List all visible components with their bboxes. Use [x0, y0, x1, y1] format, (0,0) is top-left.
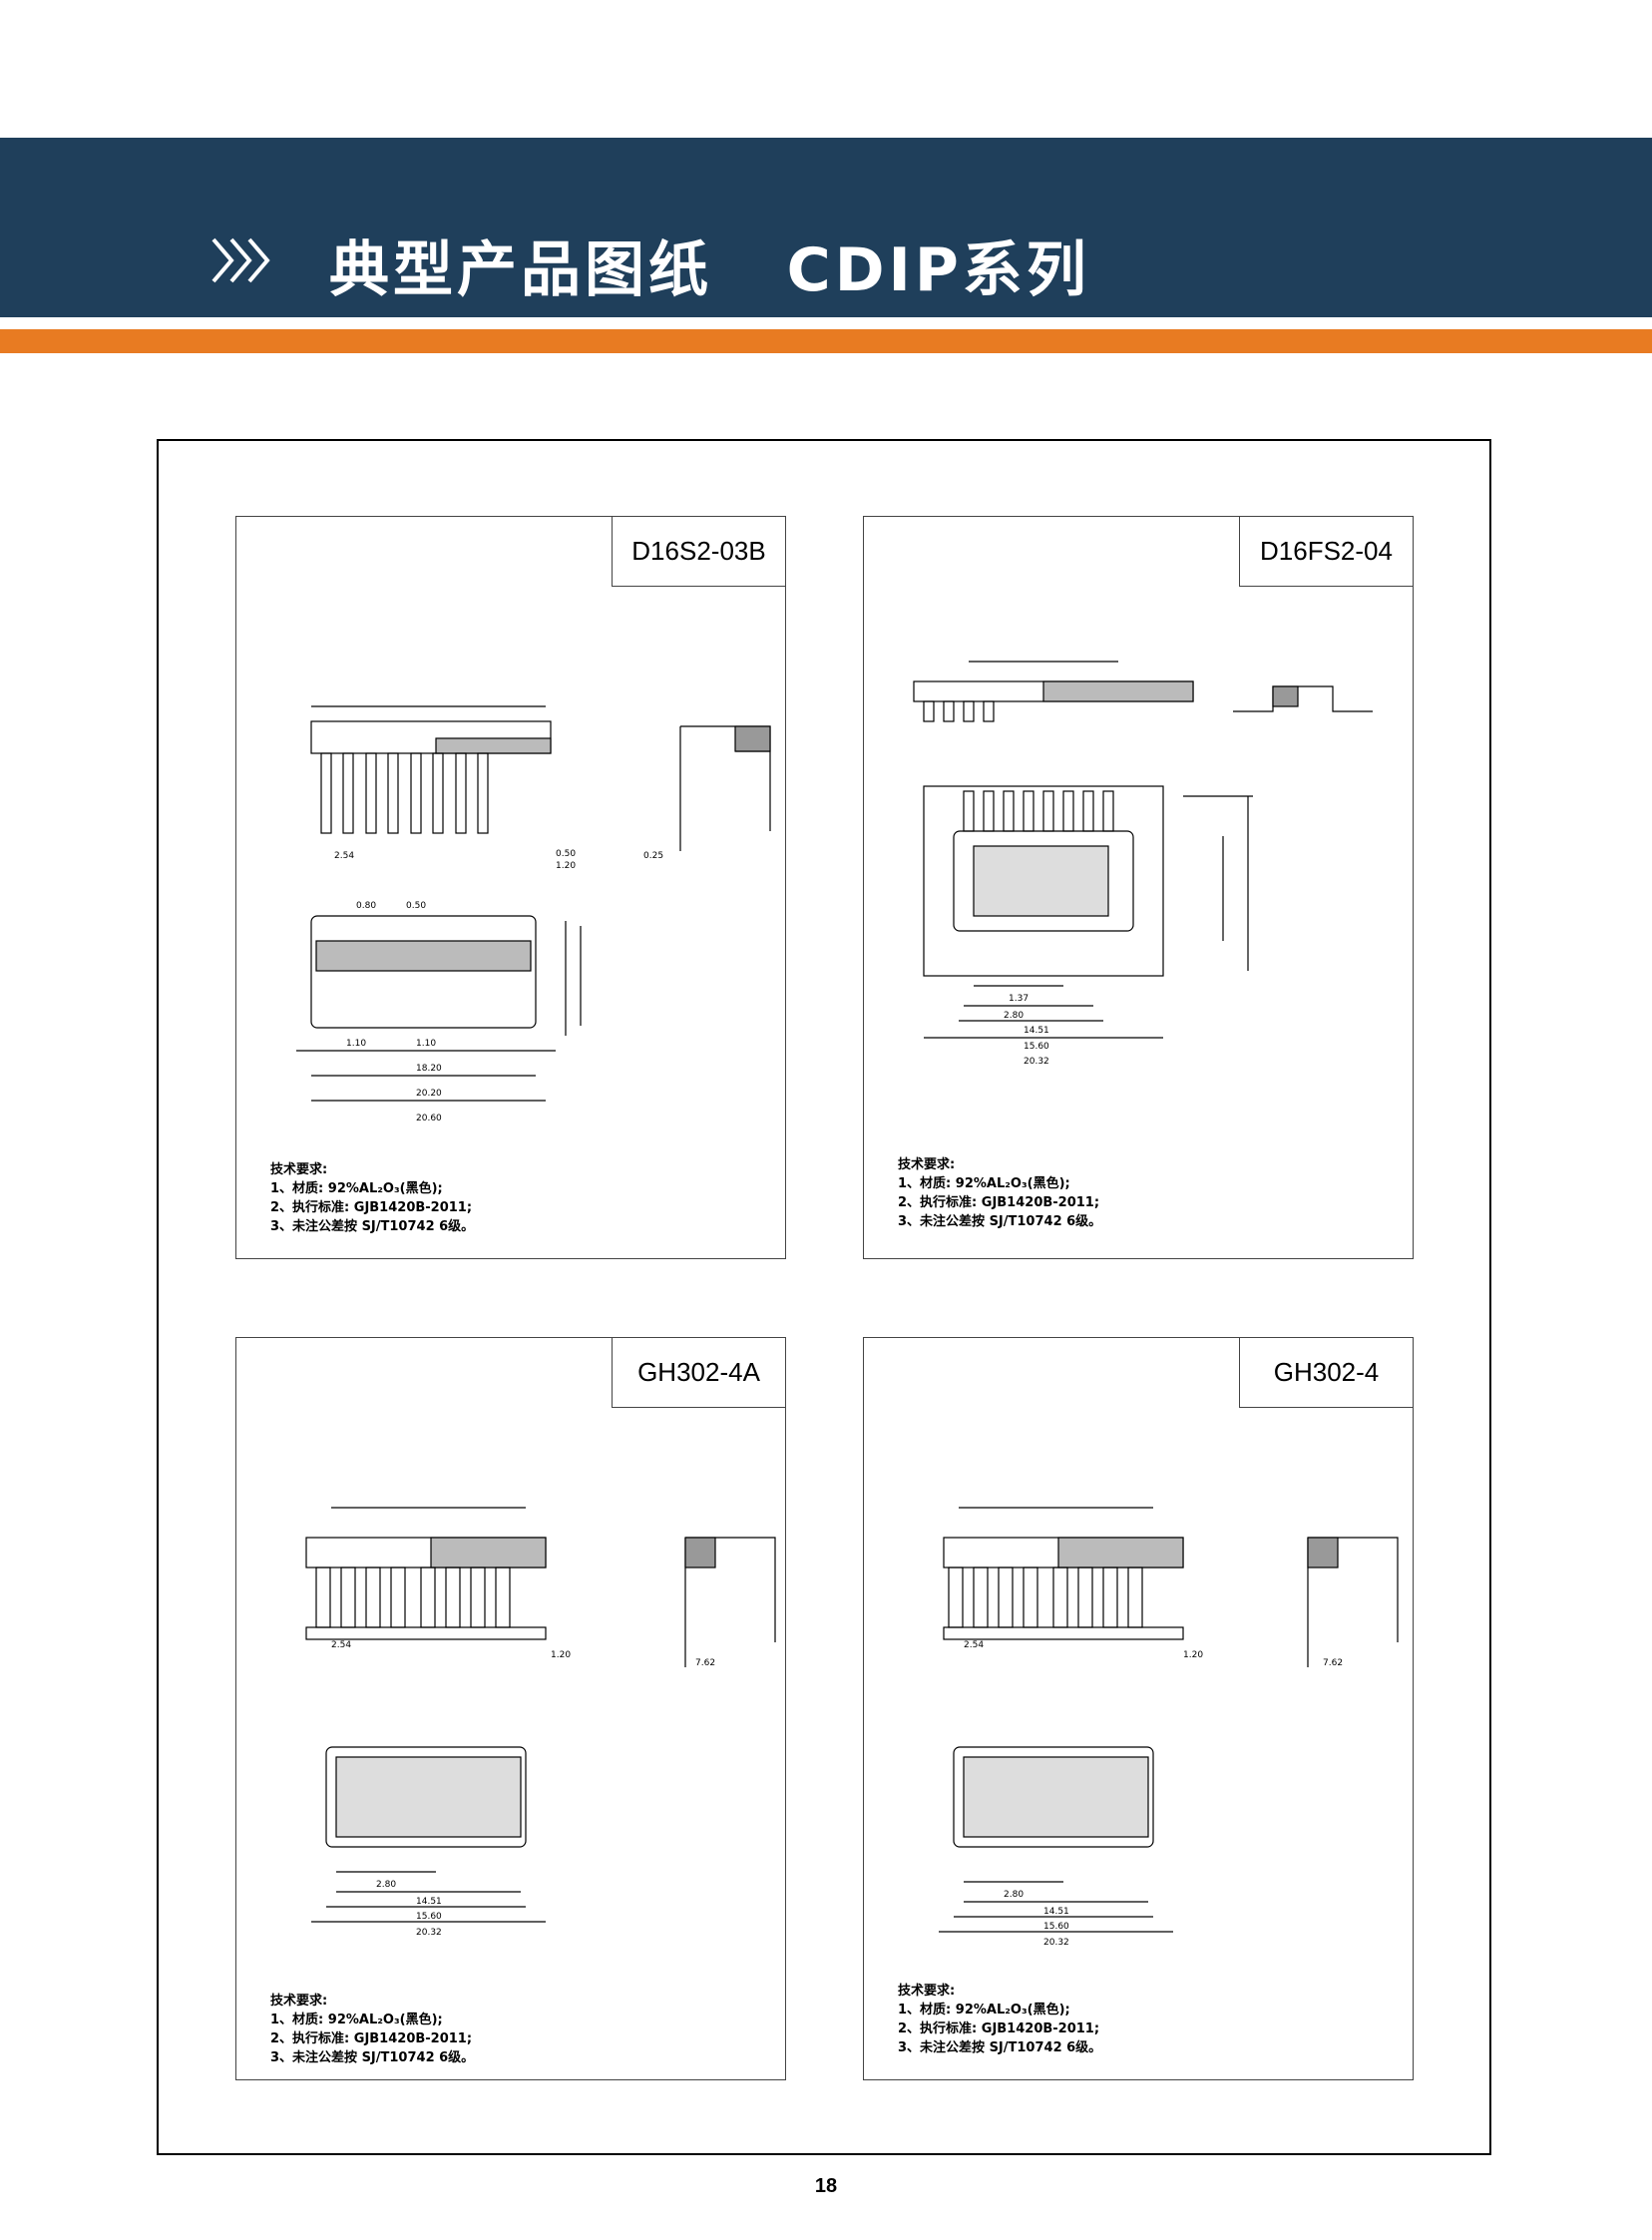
model-number: GH302-4	[1239, 1338, 1413, 1408]
dim-label: 14.51	[1024, 1026, 1049, 1036]
dim-label: 20.32	[1024, 1057, 1049, 1067]
dim-label: 20.32	[1043, 1938, 1069, 1948]
technical-drawing: 2.54 1.20 7.62 2.80 14.51 15.60 20.32	[305, 1507, 776, 1938]
notes-heading: 技术要求:	[898, 1157, 956, 1172]
dim-label: 2.54	[331, 1640, 351, 1650]
dim-label: 15.60	[1043, 1922, 1069, 1932]
dim-label: 2.80	[1004, 1011, 1024, 1021]
notes-line: 1、材质: 92%AL₂O₃(黑色);	[898, 2003, 1070, 2017]
accent-stripe	[0, 329, 1652, 353]
dim-label: 2.80	[376, 1880, 396, 1890]
notes-line: 2、执行标准: GJB1420B-2011;	[270, 1200, 473, 1215]
drawing-sheet: D16S2-03B 2.54 1.20 0.50	[235, 516, 786, 1259]
dim-label: 2.54	[334, 851, 354, 861]
notes-line: 2、执行标准: GJB1420B-2011;	[898, 1195, 1100, 1210]
notes-line: 1、材质: 92%AL₂O₃(黑色);	[270, 1181, 443, 1196]
dim-label: 1.20	[1183, 1650, 1203, 1660]
drawing-sheet: GH302-4A 2.54 1.20 7.62 2.80 14.51	[235, 1337, 786, 2080]
dim-label: 15.60	[416, 1912, 442, 1922]
drawing-sheet: D16FS2-04	[863, 516, 1414, 1259]
dim-label: 1.37	[1009, 994, 1029, 1004]
technical-notes: 技术要求: 1、材质: 92%AL₂O₃(黑色); 2、执行标准: GJB142…	[270, 1160, 474, 1236]
notes-line: 3、未注公差按 SJ/T10742 6级。	[898, 1214, 1102, 1229]
technical-notes: 技术要求: 1、材质: 92%AL₂O₃(黑色); 2、执行标准: GJB142…	[270, 1992, 474, 2067]
technical-notes: 技术要求: 1、材质: 92%AL₂O₃(黑色); 2、执行标准: GJB142…	[898, 1155, 1101, 1231]
dim-label: 2.54	[964, 1640, 984, 1650]
technical-notes: 技术要求: 1、材质: 92%AL₂O₃(黑色); 2、执行标准: GJB142…	[898, 1982, 1101, 2057]
notes-line: 1、材质: 92%AL₂O₃(黑色);	[898, 1176, 1070, 1191]
notes-line: 1、材质: 92%AL₂O₃(黑色);	[270, 2013, 443, 2027]
notes-heading: 技术要求:	[898, 1984, 956, 1999]
notes-line: 2、执行标准: GJB1420B-2011;	[898, 2021, 1100, 2036]
dim-label: 7.62	[695, 1658, 715, 1668]
dim-label: 18.20	[416, 1064, 442, 1074]
model-number: GH302-4A	[612, 1338, 785, 1408]
notes-line: 3、未注公差按 SJ/T10742 6级。	[270, 2050, 475, 2065]
model-number: D16FS2-04	[1239, 517, 1413, 587]
dim-label: 7.62	[1323, 1658, 1343, 1668]
dim-label: 0.50	[406, 901, 426, 911]
dim-label: 0.80	[356, 901, 376, 911]
dim-label: 1.10	[346, 1039, 366, 1049]
model-number: D16S2-03B	[612, 517, 785, 587]
dim-label: 20.20	[416, 1089, 442, 1099]
drawing-sheet: GH302-4 2.54 1.20 7.62 2.80 14.51	[863, 1337, 1414, 2080]
dim-label: 2.80	[1004, 1890, 1024, 1900]
dim-label: 1.20	[556, 861, 576, 871]
dim-label: 15.60	[1024, 1042, 1049, 1052]
dim-label: 0.50	[556, 849, 576, 859]
dim-label: 14.51	[1043, 1907, 1069, 1917]
notes-line: 3、未注公差按 SJ/T10742 6级。	[270, 1219, 475, 1234]
notes-line: 2、执行标准: GJB1420B-2011;	[270, 2031, 473, 2046]
notes-line: 3、未注公差按 SJ/T10742 6级。	[898, 2040, 1102, 2055]
header-banner	[0, 138, 1652, 317]
dim-label: 20.32	[416, 1928, 442, 1938]
page-title: 典型产品图纸 CDIP系列	[329, 235, 1090, 305]
dim-label: 0.25	[643, 851, 663, 861]
drawing-frame	[157, 439, 1491, 2155]
triple-chevron-right-icon	[211, 237, 270, 283]
technical-drawing: 1.37 2.80 14.51 15.60 20.32	[913, 661, 1373, 1067]
page-number: 18	[814, 2175, 838, 2197]
notes-heading: 技术要求:	[270, 1994, 328, 2009]
dim-label: 20.60	[416, 1114, 442, 1123]
dim-label: 1.10	[416, 1039, 436, 1049]
technical-drawing: 2.54 1.20 7.62 2.80 14.51 15.60 20.32	[939, 1507, 1399, 1948]
notes-heading: 技术要求:	[270, 1162, 328, 1177]
dim-label: 1.20	[551, 1650, 571, 1660]
dim-label: 14.51	[416, 1897, 442, 1907]
technical-drawing: 2.54 1.20 0.50 0.80 0.50 1.10 1.10 18.20…	[296, 705, 771, 1123]
